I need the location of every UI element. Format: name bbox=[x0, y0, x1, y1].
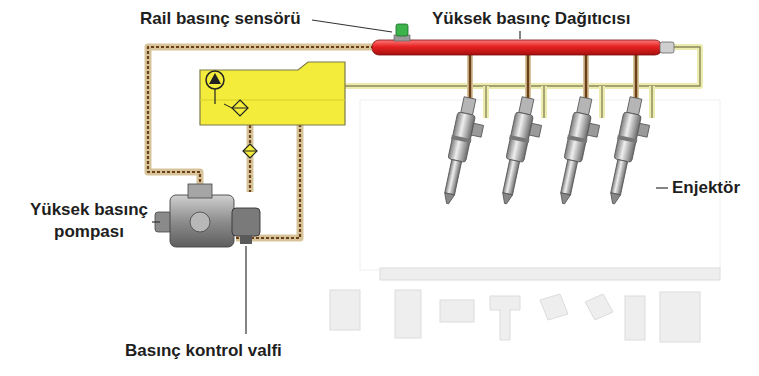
high-pressure-pump bbox=[155, 184, 260, 247]
fuel-tank bbox=[200, 62, 345, 158]
part-label: Enjektör bbox=[672, 177, 740, 199]
leader-lines bbox=[152, 20, 668, 334]
pressure-rail bbox=[372, 24, 674, 55]
part-label: Yüksek basınç pompası bbox=[20, 199, 158, 243]
part-label: Yüksek basınç Dağıtıcısı bbox=[432, 8, 630, 30]
part-label: Rail basınç sensörü bbox=[140, 8, 301, 30]
part-label: Basınç kontrol valfi bbox=[125, 340, 282, 362]
injectors bbox=[438, 96, 655, 208]
